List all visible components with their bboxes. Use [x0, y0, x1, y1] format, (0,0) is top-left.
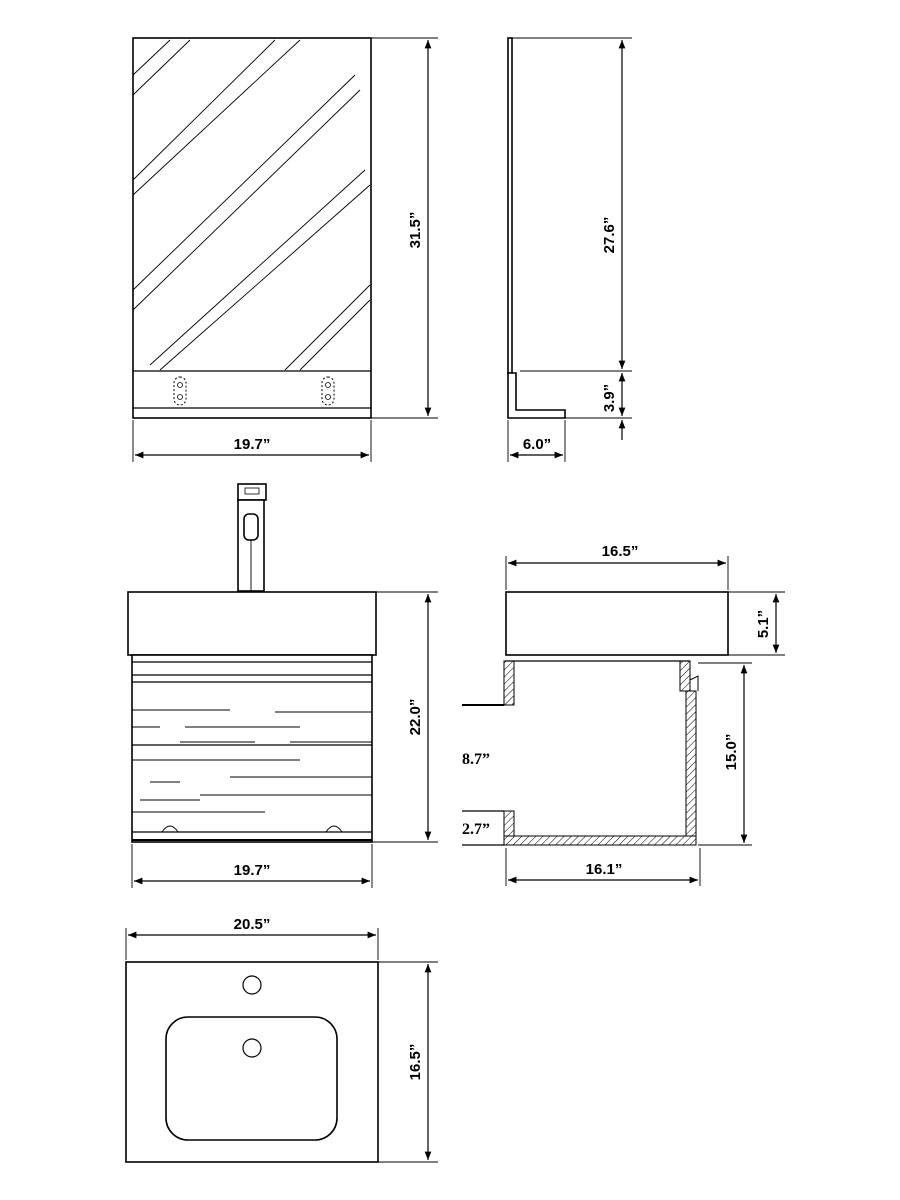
body-height-label: 15.0”	[723, 734, 740, 771]
sink-top-view: 20.5” 16.5”	[125, 916, 438, 1163]
sink-depth-label: 16.5”	[407, 1044, 424, 1081]
bottom-offset-label: 2.7”	[462, 821, 490, 838]
drain-icon	[242, 1038, 262, 1058]
pipe-height-label: 8.7”	[462, 751, 490, 768]
mirror-mount-left-icon	[173, 376, 187, 406]
mirror-height-label: 31.5”	[407, 212, 424, 249]
faucet-hole-icon	[242, 975, 262, 995]
mirror-front-view: 31.5” 19.7”	[132, 37, 438, 462]
cabinet-width-label: 19.7”	[234, 862, 271, 879]
mirror-side-view: 27.6” 3.9” 6.0”	[507, 37, 632, 462]
mirror-mount-right-icon	[321, 376, 335, 406]
cabinet-side-view: 16.5” 5.1” 15.0” 8.7” 2.7” 16.1”	[462, 543, 785, 886]
wood-grain-lines	[132, 709, 372, 813]
cabinet-front-view: 22.0” 19.7”	[127, 483, 438, 888]
cabinet-height-label: 22.0”	[407, 699, 424, 736]
mirror-side-height-label: 27.6”	[601, 217, 618, 254]
mirror-width-label: 19.7”	[234, 436, 271, 453]
faucet-icon	[237, 483, 267, 592]
top-depth-label: 16.5”	[602, 543, 639, 560]
top-height-label: 5.1”	[755, 610, 772, 638]
mirror-shelf-height-label: 3.9”	[601, 384, 618, 412]
mirror-depth-label: 6.0”	[523, 436, 551, 453]
sink-width-label: 20.5”	[234, 916, 271, 933]
mirror-glare-lines	[132, 39, 371, 371]
body-depth-label: 16.1”	[586, 861, 623, 878]
